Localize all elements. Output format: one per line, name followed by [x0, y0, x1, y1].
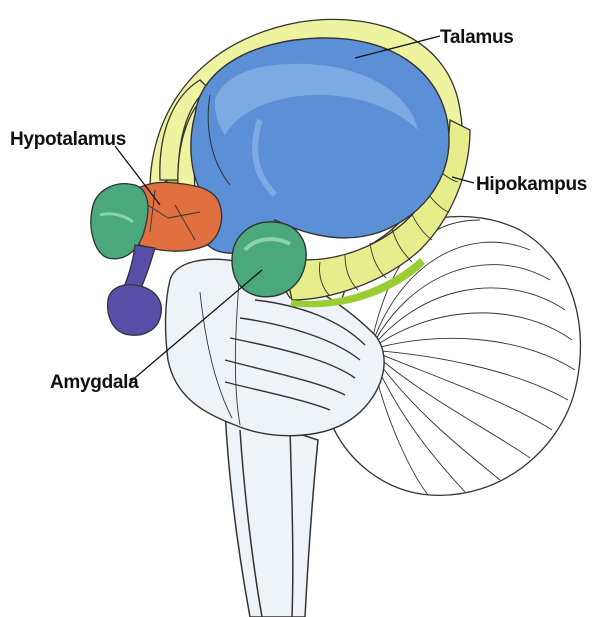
label-hipokampus: Hipokampus	[476, 174, 587, 196]
label-amygdala: Amygdala	[50, 372, 138, 394]
brainstem	[225, 410, 318, 617]
label-hypotalamus: Hypotalamus	[10, 129, 126, 151]
label-talamus: Talamus	[440, 27, 514, 49]
